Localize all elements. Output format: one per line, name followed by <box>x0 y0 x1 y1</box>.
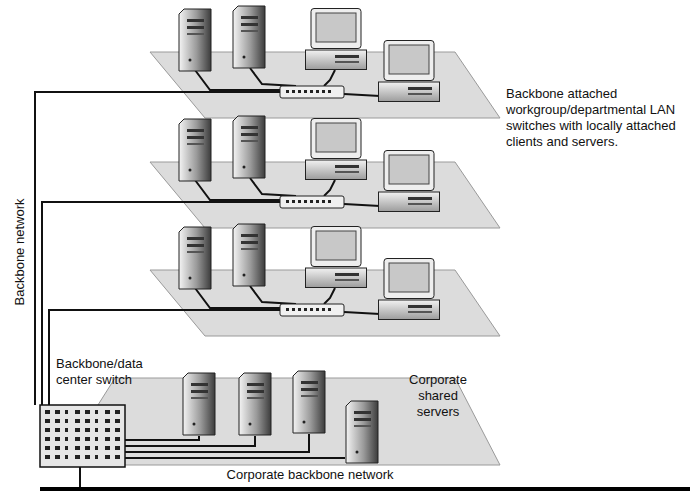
switch-label: Backbone/data center switch <box>56 356 168 388</box>
chassis-switch <box>40 405 125 467</box>
lan-floor <box>150 116 500 228</box>
chassis-slot <box>115 428 120 432</box>
chassis-slot <box>95 428 98 432</box>
chassis-slot <box>95 410 98 414</box>
chassis-slot <box>95 437 98 441</box>
chassis-slot <box>105 437 110 441</box>
chassis-slot <box>85 428 90 432</box>
chassis-slot <box>115 446 120 450</box>
chassis-slot <box>65 419 68 423</box>
chassis-slot <box>55 428 60 432</box>
chassis-slot <box>105 446 110 450</box>
backbone-wires <box>35 92 280 405</box>
chassis-slot <box>65 410 68 414</box>
backbone-line <box>40 487 690 491</box>
uplink-wire <box>79 467 81 487</box>
chassis-slot <box>95 446 98 450</box>
chassis-slot <box>75 455 80 459</box>
chassis-slot <box>45 410 50 414</box>
chassis-slot <box>85 410 90 414</box>
chassis-slot <box>65 428 68 432</box>
chassis-slot <box>65 446 68 450</box>
chassis-slot <box>115 437 120 441</box>
chassis-slot <box>55 446 60 450</box>
chassis-slot <box>55 419 60 423</box>
chassis-slot <box>75 410 80 414</box>
chassis-slot <box>75 446 80 450</box>
chassis-slot <box>105 428 110 432</box>
chassis-slot <box>45 446 50 450</box>
servers-label: Corporate shared servers <box>396 372 480 420</box>
chassis-slot <box>95 455 98 459</box>
server-tower <box>183 373 215 435</box>
lan-floor <box>150 224 500 336</box>
chassis-slot <box>115 410 120 414</box>
chassis-slot <box>65 455 68 459</box>
chassis-slot <box>95 419 98 423</box>
chassis-slot <box>85 446 90 450</box>
chassis-slot <box>115 455 120 459</box>
chassis-slot <box>85 419 90 423</box>
chassis-slot <box>45 455 50 459</box>
chassis-slot <box>75 419 80 423</box>
chassis-slot <box>115 419 120 423</box>
chassis-slot <box>45 437 50 441</box>
server-tower <box>293 371 325 433</box>
chassis-slot <box>45 428 50 432</box>
lan-floor <box>150 6 500 118</box>
chassis-slot <box>55 455 60 459</box>
server-tower <box>346 401 378 463</box>
chassis-slot <box>75 428 80 432</box>
chassis-slot <box>75 437 80 441</box>
server-wires <box>125 434 345 458</box>
server-tower <box>239 373 271 435</box>
chassis-slot <box>55 437 60 441</box>
backbone-network-label: Corporate backbone network <box>190 467 430 483</box>
chassis-slot <box>105 419 110 423</box>
chassis-slot <box>85 455 90 459</box>
lan-note: Backbone attached workgroup/departmental… <box>506 86 688 150</box>
chassis-slot <box>85 437 90 441</box>
chassis-slot <box>105 455 110 459</box>
chassis-slot <box>55 410 60 414</box>
chassis-slot <box>105 410 110 414</box>
chassis-slot <box>45 419 50 423</box>
chassis-slot <box>65 437 68 441</box>
backbone-label: Backbone network <box>12 152 28 352</box>
